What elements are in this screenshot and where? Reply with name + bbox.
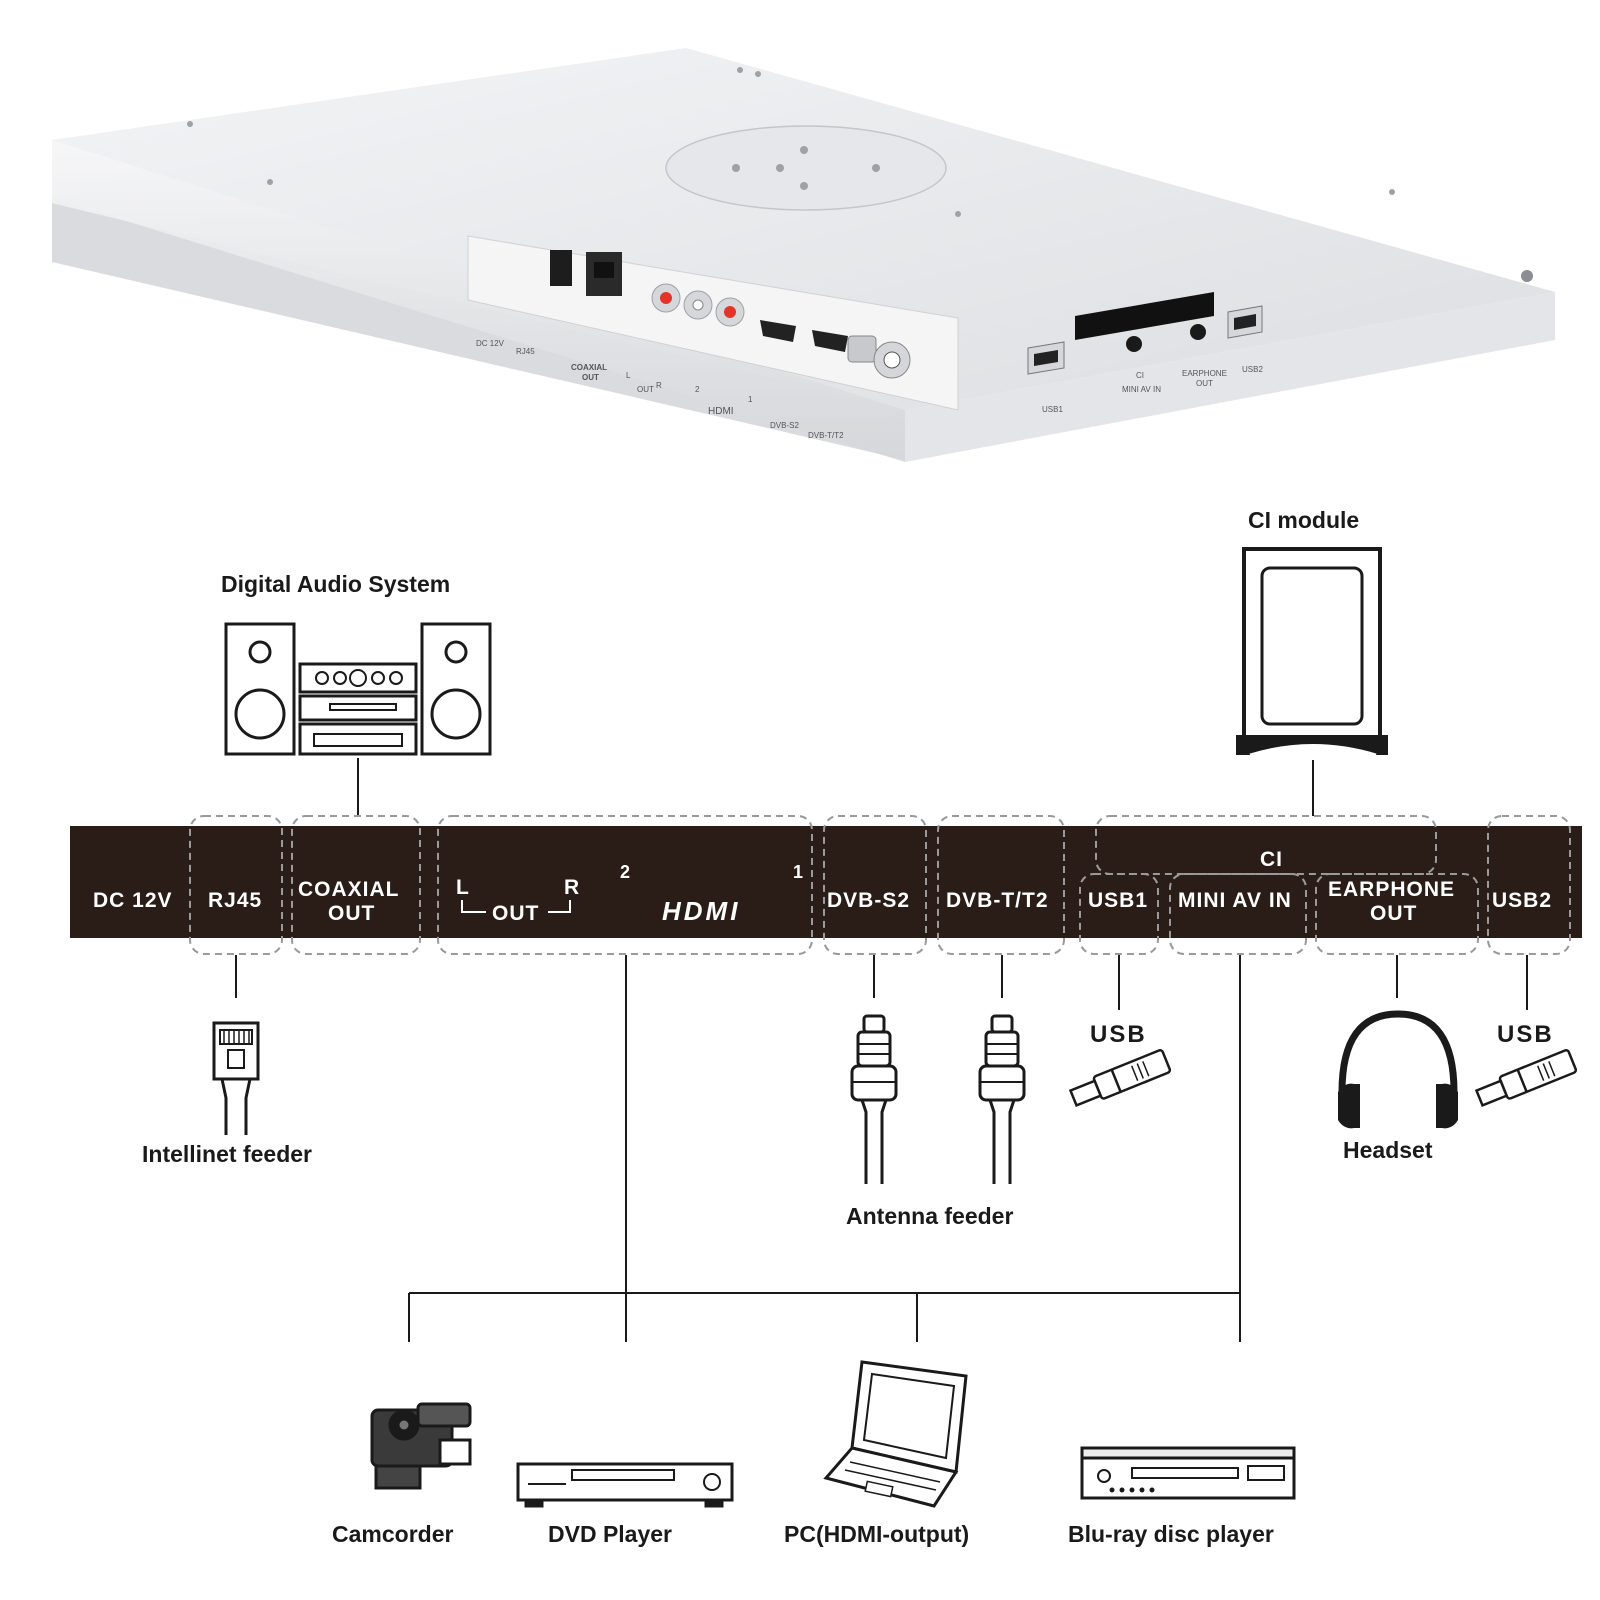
panel-earphone-label: EARPHONE bbox=[1328, 878, 1455, 901]
usb-stick-right-icon bbox=[1474, 1049, 1578, 1108]
photo-label-l: L bbox=[626, 371, 631, 380]
ci-slot bbox=[1075, 292, 1214, 340]
photo-label-rj45: RJ45 bbox=[516, 347, 535, 356]
product-photo: DC 12V RJ45 COAXIAL OUT L OUT R 2 1 HDMI… bbox=[52, 48, 1555, 462]
digital-audio-system-icon bbox=[224, 622, 492, 756]
photo-label-dc: DC 12V bbox=[476, 339, 505, 348]
coaxial-group bbox=[291, 815, 421, 955]
pc-label: PC(HDMI-output) bbox=[784, 1521, 969, 1547]
photo-label-usb1: USB1 bbox=[1042, 405, 1063, 414]
photo-label-out: OUT bbox=[637, 385, 654, 394]
photo-label-hdmi: HDMI bbox=[708, 406, 734, 417]
antenna-plug-dvbs2-icon bbox=[850, 1014, 898, 1184]
panel-dvbt2-label: DVB-T/T2 bbox=[946, 889, 1049, 912]
usb-stick-left-icon bbox=[1068, 1049, 1172, 1108]
panel-dvbs2-label: DVB-S2 bbox=[827, 889, 910, 912]
mount-plate bbox=[665, 125, 947, 211]
photo-label-r: R bbox=[656, 381, 662, 390]
device-front-face bbox=[905, 292, 1555, 462]
panel-coaxial-out-label: OUT bbox=[328, 902, 375, 925]
panel-hdmi-label: HDMI bbox=[662, 896, 740, 926]
ci-group bbox=[1095, 815, 1437, 875]
ci-module-label: CI module bbox=[1248, 507, 1359, 533]
ethernet-plug-icon bbox=[212, 1021, 260, 1135]
audio-hdmi-group bbox=[437, 815, 813, 955]
photo-label-mini-av: MINI AV IN bbox=[1122, 385, 1161, 394]
panel-ci-label: CI bbox=[1260, 848, 1283, 871]
dvbs2-connector bbox=[847, 335, 877, 363]
photo-label-dvbt2: DVB-T/T2 bbox=[808, 431, 844, 440]
usb-left-label: USB bbox=[1090, 1021, 1147, 1048]
usb1-group bbox=[1079, 873, 1159, 955]
intellinet-feeder-label: Intellinet feeder bbox=[142, 1141, 312, 1167]
mini-av-group bbox=[1169, 873, 1307, 955]
panel-r-label: R bbox=[564, 876, 580, 899]
panel-usb1-label: USB1 bbox=[1088, 889, 1148, 912]
panel-hdmi2-label: 2 bbox=[620, 862, 631, 882]
laptop-icon bbox=[823, 1360, 968, 1508]
dvbs2-group bbox=[823, 815, 927, 955]
photo-label-dvbs2: DVB-S2 bbox=[770, 421, 799, 430]
usb2-group bbox=[1487, 815, 1571, 955]
hdmi1-port bbox=[812, 330, 848, 352]
digital-audio-system-label: Digital Audio System bbox=[221, 571, 450, 597]
photo-label-ci: CI bbox=[1136, 371, 1144, 380]
dvd-player-label: DVD Player bbox=[548, 1521, 672, 1547]
photo-label-hdmi2: 2 bbox=[695, 385, 700, 394]
earphone-jack bbox=[1190, 324, 1206, 340]
bluray-player-icon bbox=[1080, 1446, 1296, 1500]
photo-label-coaxial: COAXIAL bbox=[571, 363, 607, 372]
photo-label-earphone: EARPHONE bbox=[1182, 369, 1227, 378]
ci-module-icon bbox=[1236, 547, 1388, 757]
panel-hdmi1-label: 1 bbox=[793, 862, 804, 882]
dc-jack bbox=[550, 250, 572, 286]
panel-rj45-label: RJ45 bbox=[208, 889, 262, 912]
antenna-plug-dvbt2-icon bbox=[978, 1014, 1026, 1184]
panel-out-label: OUT bbox=[492, 902, 539, 925]
photo-label-coaxial-out: OUT bbox=[582, 373, 599, 382]
panel-background bbox=[70, 826, 1582, 938]
hdmi2-port bbox=[760, 320, 796, 342]
earphone-group bbox=[1315, 873, 1479, 955]
dvbt2-group bbox=[937, 815, 1065, 955]
panel-earphone-out-label: OUT bbox=[1370, 902, 1417, 925]
panel-dc-label: DC 12V bbox=[93, 889, 173, 912]
panel-l-label: L bbox=[456, 876, 470, 899]
connection-lines bbox=[235, 758, 1528, 1342]
photo-labels: DC 12V RJ45 COAXIAL OUT L OUT R 2 1 HDMI… bbox=[476, 339, 1263, 440]
port-panel: DC 12V RJ45 COAXIAL OUT L R OUT 2 1 HDMI… bbox=[70, 815, 1582, 955]
usb-right-label: USB bbox=[1497, 1021, 1554, 1048]
panel-usb2-label: USB2 bbox=[1492, 889, 1552, 912]
camcorder-label: Camcorder bbox=[332, 1521, 453, 1547]
headset-label: Headset bbox=[1343, 1137, 1433, 1163]
out-bracket bbox=[461, 900, 571, 913]
dvd-player-icon bbox=[516, 1462, 734, 1508]
mini-av-jack bbox=[1126, 336, 1142, 352]
photo-label-usb2: USB2 bbox=[1242, 365, 1263, 374]
camcorder-icon bbox=[370, 1402, 472, 1490]
headset-icon bbox=[1338, 1010, 1458, 1129]
photo-label-earphone-out: OUT bbox=[1196, 379, 1213, 388]
antenna-feeder-label: Antenna feeder bbox=[846, 1203, 1013, 1229]
bluray-label: Blu-ray disc player bbox=[1068, 1521, 1274, 1547]
panel-coaxial-label: COAXIAL bbox=[298, 878, 400, 901]
panel-mini-av-label: MINI AV IN bbox=[1178, 889, 1292, 912]
photo-label-hdmi1: 1 bbox=[748, 395, 753, 404]
